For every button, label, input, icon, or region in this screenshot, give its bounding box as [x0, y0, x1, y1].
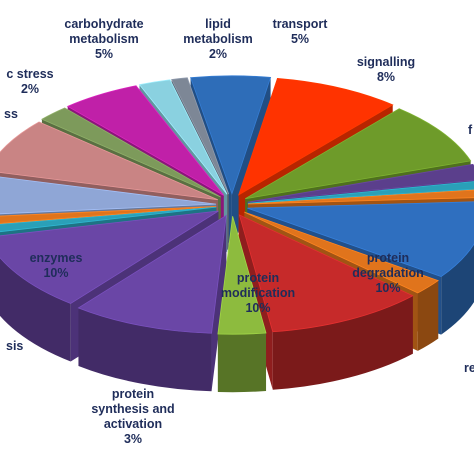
slice-signalling: [238, 77, 394, 196]
label-cut-off-lower-left: sis: [6, 339, 23, 353]
label-cut-off-left: ss: [4, 107, 18, 121]
label-cut-off-right-top: f: [468, 123, 473, 137]
slice-abiotic-stress: [40, 107, 221, 198]
slice-transport: [190, 75, 272, 196]
slice-unlabeled-orange-right: [244, 211, 440, 294]
slice-unlabeled-lightblue: [0, 176, 217, 215]
slice-protein-degradation: [247, 201, 474, 278]
slice-protein-synthesis: [217, 216, 267, 335]
slice-unlabeled-slate: [171, 77, 230, 195]
slice-lipid-metabolism: [138, 79, 228, 195]
slice-tops: [0, 75, 474, 335]
slice-unlabeled-orange: [247, 189, 474, 205]
slice-unlabeled-orange-left: [0, 205, 217, 224]
slice-carbohydrate-metabolism: [66, 85, 225, 196]
slice-enzymes: [0, 210, 219, 304]
slice-unlabeled-green: [245, 108, 472, 200]
slice-cut-off-lower-left: [77, 214, 227, 334]
slice-unlabeled-teal: [247, 181, 474, 204]
slice-cut-off-left: [0, 121, 218, 201]
label-cut-off-right-bottom: re: [464, 361, 474, 375]
slice-unlabeled-purple: [247, 163, 474, 203]
slice-protein-modification: [238, 214, 414, 333]
